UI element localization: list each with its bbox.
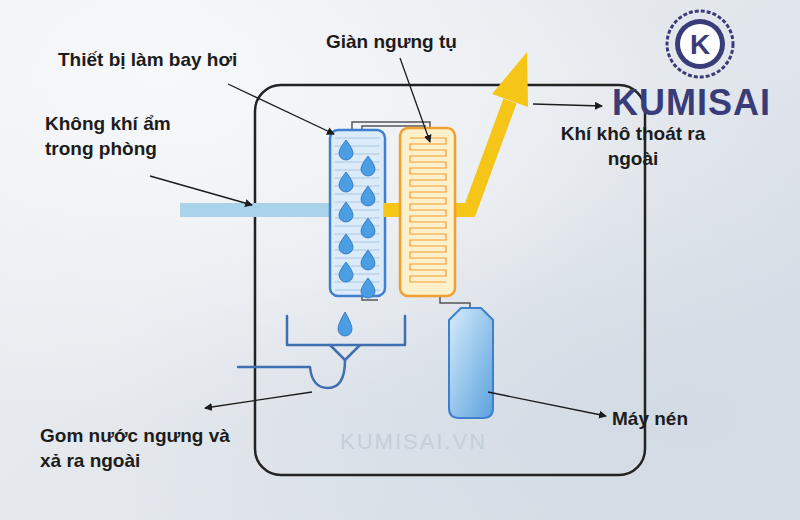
evaporator-coil (335, 138, 380, 290)
dry-air-arrowhead (492, 52, 528, 107)
condensate-label: Gom nước ngưng và xả ra ngoài (40, 424, 235, 473)
condenser-label: Giàn ngưng tụ (326, 30, 457, 55)
logo-letter: K (690, 31, 710, 59)
dry-air-label: Khí khô thoát ra ngoài (548, 122, 718, 171)
moist-air-band (180, 203, 332, 217)
falling-drop (338, 312, 352, 336)
logo-wordmark: KUMISAI (612, 80, 771, 127)
compressor (449, 308, 493, 418)
water-drops (339, 140, 375, 298)
compressor-label: Máy nén (612, 407, 688, 432)
leader-lines (150, 58, 606, 416)
condenser (400, 128, 455, 296)
drip-tray (238, 316, 405, 388)
condenser-coil (410, 138, 446, 282)
moist-air-label: Không khí ẩm trong phòng (45, 112, 220, 161)
watermark: KUMISAI.VN (340, 428, 487, 457)
logo-emblem (667, 11, 733, 77)
evaporator-label: Thiết bị làm bay hơi (58, 48, 237, 73)
evaporator (330, 130, 385, 296)
